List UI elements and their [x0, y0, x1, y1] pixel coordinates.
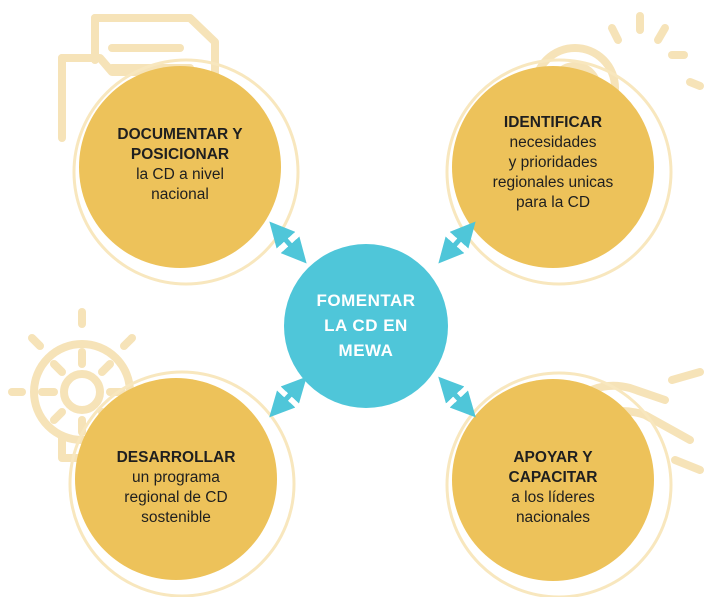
node-body: y prioridades	[508, 154, 598, 171]
node-circle-top-right	[452, 66, 654, 268]
node-text-top-right: IDENTIFICAR necesidades y prioridades re…	[473, 113, 633, 213]
node-text-top-left: DOCUMENTAR Y POSICIONAR la CD a nivel na…	[100, 125, 260, 205]
node-circle-bottom-right	[452, 379, 654, 581]
node-text-bottom-right: APOYAR Y CAPACITAR a los líderes naciona…	[473, 448, 633, 528]
node-body: a los líderes	[511, 489, 595, 506]
arrows	[269, 221, 476, 418]
center-circle	[284, 244, 448, 408]
node-body: nacionales	[515, 509, 591, 526]
node-body: la CD a nivel	[136, 166, 224, 183]
center-label: FOMENTAR LA CD EN MEWA	[296, 288, 436, 363]
node-heading: IDENTIFICAR	[503, 114, 603, 131]
arrow-top-right	[438, 221, 476, 264]
node-heading: DOCUMENTAR Y	[117, 126, 243, 143]
node-body: necesidades	[509, 134, 597, 151]
arrow-bottom-right	[438, 376, 476, 418]
node-heading: APOYAR Y	[513, 449, 593, 466]
arrow-bottom-left	[269, 376, 307, 418]
node-body: para la CD	[515, 194, 591, 211]
arrow-top-left	[269, 221, 307, 264]
center-line: MEWA	[338, 341, 394, 360]
node-circle-top-left	[79, 66, 281, 268]
center-line: FOMENTAR	[316, 291, 416, 310]
node-text-bottom-left: DESARROLLAR un programa regional de CD s…	[96, 448, 256, 528]
node-heading: CAPACITAR	[508, 469, 598, 486]
node-heading: DESARROLLAR	[116, 449, 236, 466]
node-body: regional de CD	[124, 489, 228, 506]
center-line: LA CD EN	[324, 316, 408, 335]
node-heading: POSICIONAR	[130, 146, 230, 163]
node-body: un programa	[132, 469, 220, 486]
node-circle-bottom-left	[75, 378, 277, 580]
node-body: regionales unicas	[492, 174, 614, 191]
outer-rings	[68, 58, 673, 597]
node-body: sostenible	[141, 509, 211, 526]
node-body: nacional	[151, 186, 209, 203]
